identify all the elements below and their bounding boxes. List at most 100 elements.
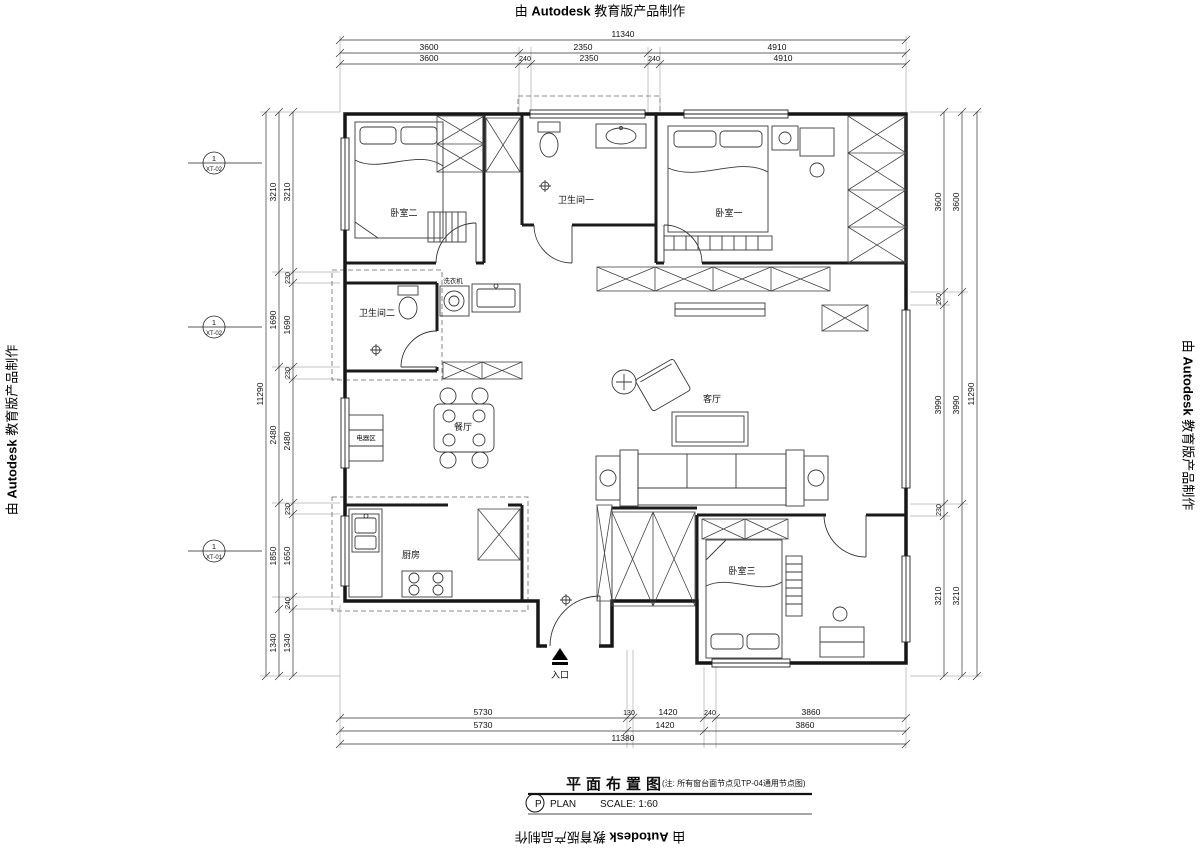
dim-label: 3210 [282, 182, 292, 201]
dim-label: 3600 [420, 42, 439, 52]
dim-label: 230 [285, 367, 292, 379]
dim-label: 2480 [282, 431, 292, 450]
dimensions-bottom [335, 713, 911, 749]
dim-label: 5730 [474, 720, 493, 730]
dim-label: 230 [285, 272, 292, 284]
marker-code: XT-02 [206, 331, 223, 337]
dim-label: 3210 [268, 182, 278, 201]
ceiling-lamp-hall [560, 594, 572, 606]
section-markers [188, 151, 262, 563]
dim-label: 260 [936, 293, 943, 305]
watermark-prefix: 由 [514, 3, 532, 19]
dim-label: 11290 [966, 382, 976, 405]
dimensions-right [939, 107, 982, 681]
dim-label: 3600 [933, 192, 943, 211]
window-living-right [901, 309, 911, 489]
marker-number: 1 [212, 542, 216, 551]
room-label-entrance: 入口 [551, 670, 569, 680]
stove [401, 570, 453, 598]
ceiling-lamp-bath1 [539, 180, 551, 192]
room-labels: 卧室二 卫生间一 卧室一 卫生间二 洗衣机 电器区 餐厅 客厅 厨房 卧室三 入… [356, 194, 755, 680]
dim-label: 4910 [774, 53, 793, 63]
dim-label: 240 [519, 56, 531, 63]
room-label-appliance: 电器区 [356, 433, 376, 442]
wardrobe-bedroom1 [847, 115, 907, 264]
dim-label: 1850 [268, 546, 278, 565]
doors [400, 222, 867, 647]
dimension-labels-bottom: 5730 130 1420 240 3860 5730 1420 3860 11… [474, 707, 821, 743]
tv-living [674, 302, 766, 317]
dim-label: 3210 [951, 586, 961, 605]
window-bedroom3-bottom [711, 658, 791, 668]
dimension-labels-left: 11290 3210 1690 2480 1850 1340 3210 230 … [255, 182, 292, 652]
room-label-dining: 餐厅 [454, 421, 472, 432]
kitchen-counter [348, 508, 383, 598]
dim-label: 1690 [282, 315, 292, 334]
window-bedroom3-right [901, 555, 911, 643]
shoe-cabinet-hall [442, 361, 523, 380]
marker-code: XT-01 [206, 555, 223, 561]
dashed-outlines [331, 95, 661, 612]
dim-label: 3860 [802, 707, 821, 717]
dim-label: 240 [704, 710, 716, 717]
dim-label: 5730 [474, 707, 493, 717]
ac-unit-living [821, 304, 869, 332]
shaft-bath1 [485, 117, 521, 173]
watermark-brand: Autodesk [531, 3, 591, 19]
plant-living [611, 369, 637, 395]
utility-sink [471, 283, 521, 313]
appliance-cabinet [348, 414, 384, 462]
dimensions-top [335, 35, 911, 69]
dim-label: 11340 [611, 29, 634, 39]
furniture [348, 121, 865, 659]
washing-machine [439, 285, 470, 317]
title-block: 平面布置图 (注: 所有窗台面节点见TP-04通用节点图) P PLAN SCA… [525, 775, 812, 815]
door-bath2 [400, 330, 438, 368]
dim-label: 240 [285, 597, 292, 609]
closet-bedroom2 [436, 115, 485, 173]
bed-bedroom1 [667, 125, 769, 233]
dim-label: 3210 [933, 586, 943, 605]
rug-bedroom3 [785, 555, 803, 617]
bed-bedroom3 [705, 539, 783, 659]
dim-label: 3860 [796, 720, 815, 730]
door-entry [549, 595, 601, 647]
window-dining-left [340, 397, 350, 469]
door-bedroom3 [823, 514, 867, 558]
media-cabinet-living [596, 266, 831, 292]
title-tag: P [535, 799, 542, 810]
window-bath1-top [529, 109, 646, 119]
scale-label: SCALE: 1:60 [600, 799, 658, 810]
dim-label: 240 [648, 56, 660, 63]
bed-bedroom2 [354, 121, 444, 239]
marker-number: 1 [212, 154, 216, 163]
sofa-living [595, 449, 829, 507]
dim-label: 130 [623, 710, 635, 717]
armchair-living [635, 359, 691, 411]
rug-bedroom2 [427, 211, 467, 243]
dim-label: 2350 [574, 42, 593, 52]
room-label-bedroom2: 卧室二 [390, 207, 417, 218]
entrance-symbol [552, 648, 568, 665]
dim-label: 3990 [951, 395, 961, 414]
room-label-living: 客厅 [703, 393, 721, 404]
dining-table [433, 387, 495, 469]
watermark-top: 由 Autodesk 教育版产品制作 [515, 1, 685, 20]
door-bedroom2 [435, 222, 477, 264]
door-bedroom1 [663, 224, 703, 264]
room-label-bedroom3: 卧室三 [728, 565, 755, 576]
window-bedroom1-top [683, 109, 789, 119]
dimension-labels-right: 3600 260 3990 230 3210 3600 3990 3210 11… [933, 192, 976, 605]
vanity-bath1 [595, 123, 647, 149]
dim-label: 4910 [768, 42, 787, 52]
window-bedroom2-left [340, 137, 350, 231]
watermark-suffix: 教育版产品制作 [590, 3, 686, 19]
dim-label: 3600 [420, 53, 439, 63]
interior-walls [345, 114, 906, 601]
cabinet-living-west [596, 504, 613, 602]
room-label-kitchen: 厨房 [402, 549, 420, 560]
cabinets [436, 115, 907, 607]
exterior-walls [343, 112, 908, 665]
toilet-bath1 [537, 121, 561, 158]
